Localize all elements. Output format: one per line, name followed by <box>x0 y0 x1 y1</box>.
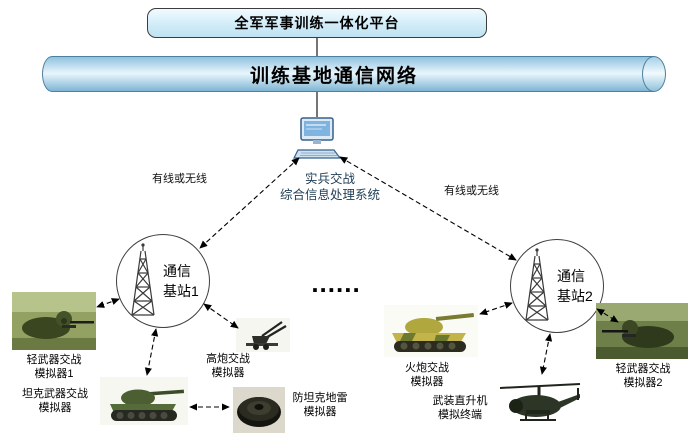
processor-label: 实兵交战 综合信息处理系统 <box>230 171 430 203</box>
processor-label-line1: 实兵交战 <box>304 172 355 186</box>
network-bus-end-cap <box>642 56 666 92</box>
platform-title: 全军军事训练一体化平台 <box>234 15 400 31</box>
base-station-1-name-line2: 基站1 <box>163 283 199 299</box>
simulator-label-helicopter: 武装直升机 模拟终端 <box>426 394 494 422</box>
tank-photo <box>100 377 188 425</box>
label-line2: 模拟器 <box>38 402 72 414</box>
label-line1: 武装直升机 <box>432 395 488 407</box>
simulator-label-light-weapon-2: 轻武器交战 模拟器2 <box>600 362 686 390</box>
aa-gun-photo <box>236 318 290 352</box>
antenna-tower-icon <box>131 243 155 316</box>
base-station-1: 通信 基站1 <box>116 234 210 328</box>
base-station-1-name-line1: 通信 <box>163 263 191 279</box>
label-line1: 轻武器交战 <box>615 363 671 375</box>
label-line2: 模拟器 <box>410 376 444 388</box>
computer-icon <box>292 116 342 162</box>
left-link-label: 有线或无线 <box>152 173 207 185</box>
label-line1: 火炮交战 <box>405 362 449 374</box>
right-link-label: 有线或无线 <box>444 185 499 197</box>
simulator-label-tank: 坦克武器交战 模拟器 <box>12 387 98 415</box>
platform-node: 全军军事训练一体化平台 <box>147 8 487 38</box>
simulator-label-light-weapon-1: 轻武器交战 模拟器1 <box>8 353 100 381</box>
link-station2-artillery <box>479 301 513 316</box>
label-line1: 防坦克地雷 <box>292 392 348 404</box>
more-stations-ellipsis: ...... <box>311 268 361 298</box>
label-line2: 模拟终端 <box>438 409 482 421</box>
artillery-photo <box>384 305 478 357</box>
link-station1-tank <box>144 328 159 376</box>
label-line2: 模拟器 <box>303 406 337 418</box>
label-line1: 高炮交战 <box>206 353 250 365</box>
network-bus-body <box>42 56 654 92</box>
base-station-1-name: 通信 基站1 <box>163 261 199 301</box>
soldier-photo-2 <box>596 303 688 359</box>
processor-label-line2: 综合信息处理系统 <box>279 188 380 202</box>
link-station1-soldier1 <box>96 298 120 308</box>
base-station-2-name: 通信 基站2 <box>557 266 593 306</box>
anti-tank-mine-photo <box>233 387 285 433</box>
simulator-label-aa-gun: 高炮交战 模拟器 <box>189 352 267 380</box>
base-station-2-name-line1: 通信 <box>557 268 585 284</box>
base-station-2-name-line2: 基站2 <box>557 288 593 304</box>
label-line1: 坦克武器交战 <box>22 388 88 400</box>
antenna-tower-icon <box>525 248 549 321</box>
link-station1-aa-gun <box>203 303 239 329</box>
base-station-2: 通信 基站2 <box>510 239 604 333</box>
link-station2-helicopter <box>539 333 553 375</box>
simulator-label-anti-tank-mine: 防坦克地雷 模拟器 <box>284 391 356 419</box>
soldier-photo-1 <box>12 292 96 350</box>
label-line1: 轻武器交战 <box>26 354 82 366</box>
helicopter-photo <box>496 376 584 436</box>
label-line2: 模拟器2 <box>623 377 663 389</box>
label-line2: 模拟器 <box>211 367 245 379</box>
network-title: 训练基地通信网络 <box>249 65 418 87</box>
network-bus: 训练基地通信网络 <box>42 56 666 92</box>
label-line2: 模拟器1 <box>34 368 74 380</box>
simulator-label-artillery: 火炮交战 模拟器 <box>388 361 466 389</box>
